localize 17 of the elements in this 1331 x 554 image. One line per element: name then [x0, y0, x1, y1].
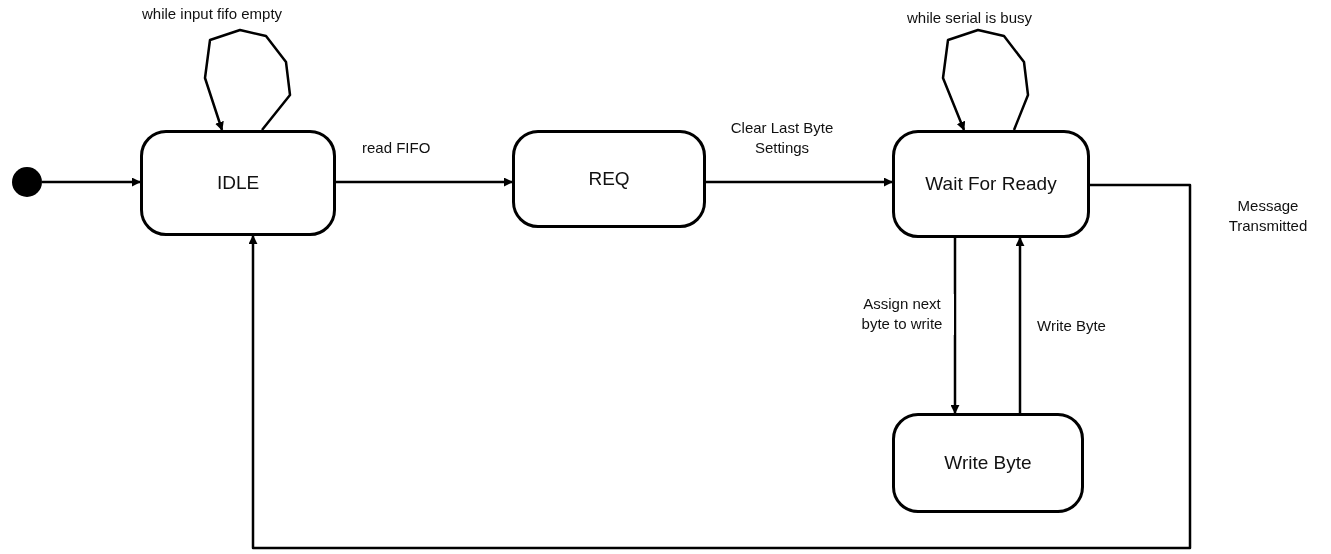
state-box	[140, 130, 336, 236]
transition-arrow	[203, 28, 292, 131]
state-name: Wait For Ready	[925, 173, 1057, 195]
state-box	[892, 413, 1084, 513]
transition-arrow	[248, 183, 1192, 550]
state-box	[512, 130, 706, 228]
state-box	[892, 130, 1090, 238]
transition-arrow	[941, 28, 1030, 131]
transition-arrow	[1015, 237, 1025, 413]
transition-arrow	[706, 177, 893, 187]
transition-arrow	[950, 238, 960, 414]
transition-arrow	[336, 177, 513, 187]
state-name: IDLE	[216, 172, 260, 194]
state-name: Write Byte	[944, 452, 1032, 474]
initial-state-dot	[12, 167, 42, 197]
state-name: REQ	[588, 168, 630, 190]
transition-arrow	[42, 177, 141, 187]
